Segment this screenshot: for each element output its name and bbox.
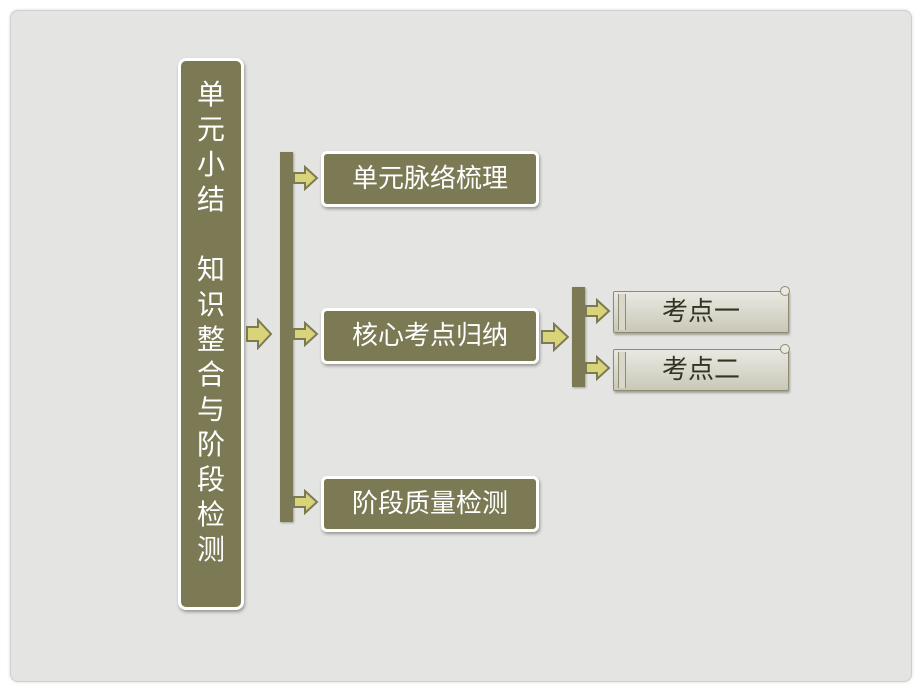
title-char: 合 (196, 358, 225, 391)
sub-box-2: 考点二 (613, 344, 790, 391)
title-char: 结 (196, 183, 225, 216)
bracket-bar (280, 152, 293, 522)
title-char: 整 (196, 323, 225, 356)
title-char: 检 (196, 498, 225, 531)
arrow-right-icon (293, 321, 319, 347)
title-char: 小 (196, 148, 225, 181)
title-char: 与 (196, 393, 225, 426)
arrow-right-icon (293, 489, 319, 515)
branch-box-1: 单元脉络梳理 (321, 151, 539, 207)
title-char: 知 (196, 253, 225, 286)
title-char: 阶 (196, 428, 225, 461)
title-char: 识 (196, 288, 225, 321)
title-char: 测 (196, 533, 225, 566)
branch-label: 核心考点归纳 (351, 321, 508, 351)
arrow-right-icon (293, 165, 319, 191)
arrow-right-icon (585, 355, 611, 381)
title-char: 单 (196, 78, 225, 111)
arrow-right-icon (585, 298, 611, 324)
title-char: 段 (196, 463, 225, 496)
branch-box-3: 阶段质量检测 (321, 476, 539, 532)
bracket-bar (572, 287, 585, 387)
arrow-right-icon (541, 322, 569, 352)
scroll-curl-icon (780, 344, 790, 354)
branch-box-2: 核心考点归纳 (321, 308, 539, 364)
sub-label: 考点一 (661, 297, 740, 327)
scroll-curl-icon (780, 286, 790, 296)
branch-label: 单元脉络梳理 (351, 164, 508, 194)
arrow-right-icon (246, 318, 272, 350)
vertical-title-box: 单 元 小 结 知 识 整 合 与 阶 段 检 测 (178, 58, 244, 610)
title-char: 元 (196, 113, 225, 146)
branch-label: 阶段质量检测 (351, 489, 508, 519)
sub-label: 考点二 (661, 355, 740, 385)
sub-box-1: 考点一 (613, 286, 790, 333)
